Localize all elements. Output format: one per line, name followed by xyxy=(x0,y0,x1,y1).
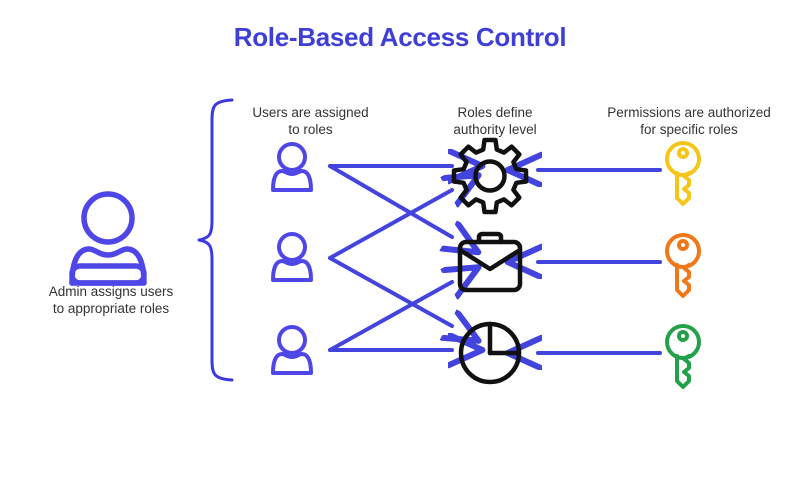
key-icon-3 xyxy=(665,324,701,389)
admin-person-icon xyxy=(69,191,147,286)
gear-icon xyxy=(451,137,529,215)
arrow-user-1-to-role-2 xyxy=(328,164,452,237)
users-column-caption: Users are assigned to roles xyxy=(252,105,369,137)
page-title: Role-Based Access Control xyxy=(233,22,567,52)
user-3-icon xyxy=(271,325,313,375)
briefcase-icon xyxy=(457,231,523,293)
arrow-user-2-to-role-1 xyxy=(328,190,452,260)
key-icon-1 xyxy=(665,141,701,206)
roles-column-caption: Roles define authority level xyxy=(453,105,537,137)
pie-chart-icon xyxy=(458,321,522,385)
admin-caption: Admin assigns users to appropriate roles xyxy=(48,284,174,316)
arrow-user-3-to-role-2 xyxy=(328,282,452,352)
user-2-icon xyxy=(271,232,313,282)
permissions-column-caption: Permissions are authorized for specific … xyxy=(607,105,771,137)
users-group-brace xyxy=(197,98,234,382)
key-icon-2 xyxy=(665,233,701,298)
user-1-icon xyxy=(271,142,313,192)
arrow-user-2-to-role-3 xyxy=(328,256,452,326)
